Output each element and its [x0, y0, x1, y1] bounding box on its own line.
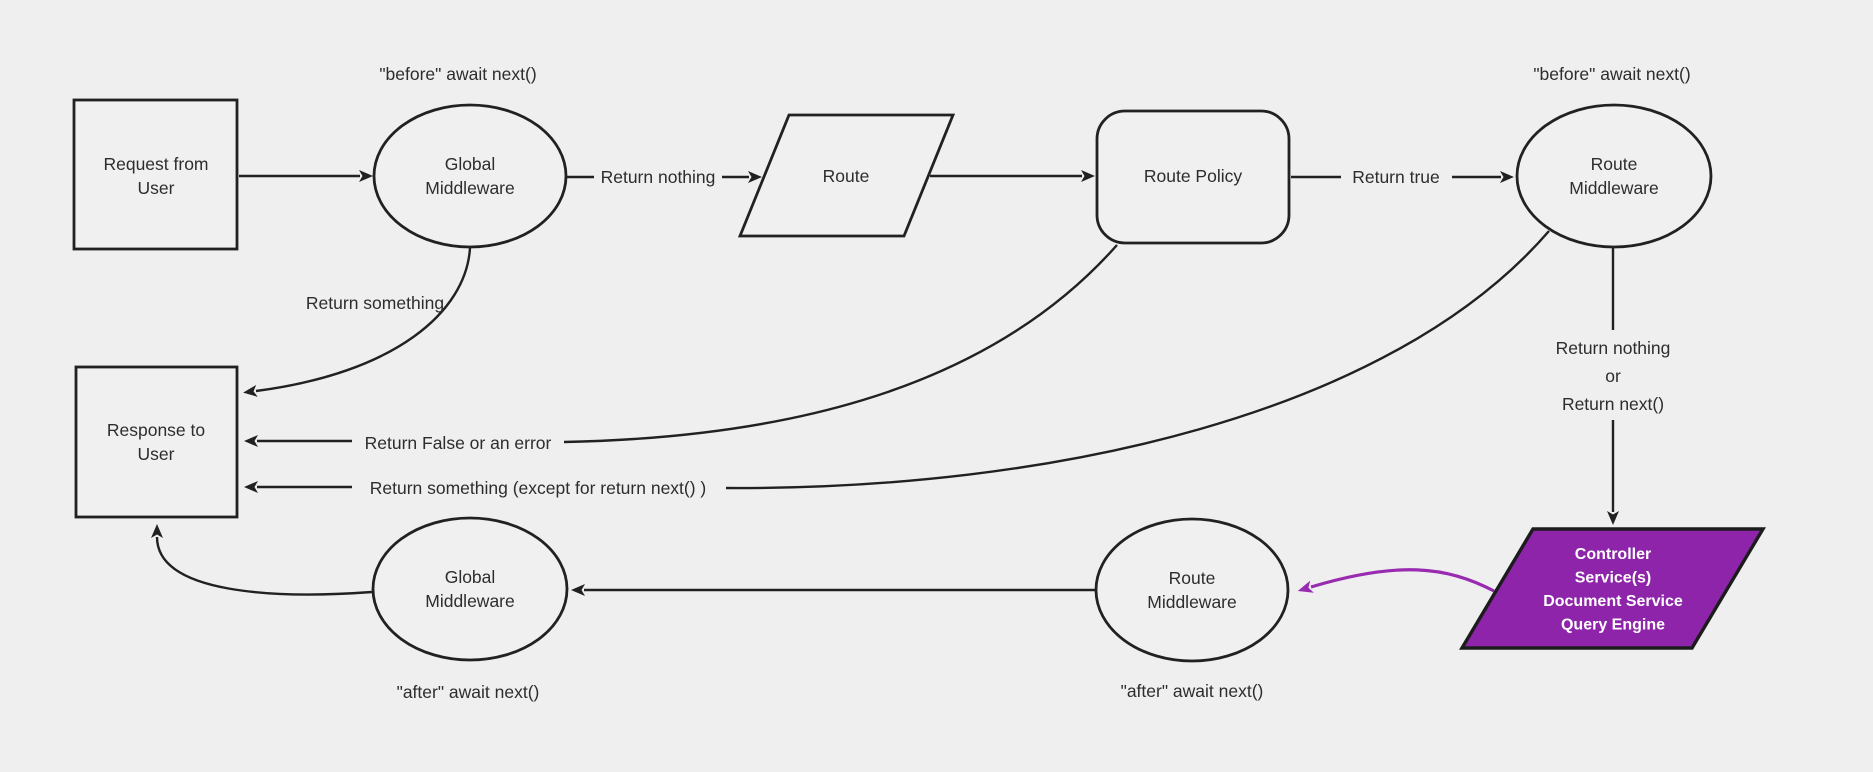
- route-label: Route: [823, 166, 870, 186]
- request-from-user-node: [72, 98, 239, 251]
- edge-label-return-nothing: Return nothing: [601, 167, 716, 187]
- edge-label-return-something: Return something: [306, 293, 444, 313]
- edge-global-middleware-bottom-to-response: [151, 524, 373, 596]
- controller-services-node: [1459, 527, 1766, 650]
- edge-label-return-true: Return true: [1352, 167, 1440, 187]
- route-middleware-bottom-node: [1094, 517, 1290, 663]
- global-middleware-bottom-node: [371, 516, 569, 662]
- edge-label-return-false-or-error: Return False or an error: [365, 433, 552, 453]
- response-to-user-node: [74, 365, 239, 519]
- annotation-before-route-middleware: "before" await next(): [1533, 64, 1690, 84]
- route-policy-label: Route Policy: [1144, 166, 1242, 186]
- edge-return-false-from-route-policy: [563, 244, 1118, 444]
- route-node: [737, 113, 956, 238]
- global-middleware-top-node: [372, 103, 568, 249]
- edge-return-something-except-from-route-middleware: [725, 230, 1550, 490]
- annotation-after-global-middleware: "after" await next(): [397, 682, 540, 702]
- edge-controller-to-route-middleware-bottom: [1297, 568, 1495, 593]
- edge-return-something-curve: [243, 247, 472, 397]
- route-middleware-top-node: [1515, 103, 1713, 249]
- route-policy-node: [1095, 109, 1291, 245]
- annotation-before-global-middleware: "before" await next(): [379, 64, 536, 84]
- edge-label-return-something-except: Return something (except for return next…: [370, 478, 707, 498]
- annotation-after-route-middleware: "after" await next(): [1121, 681, 1264, 701]
